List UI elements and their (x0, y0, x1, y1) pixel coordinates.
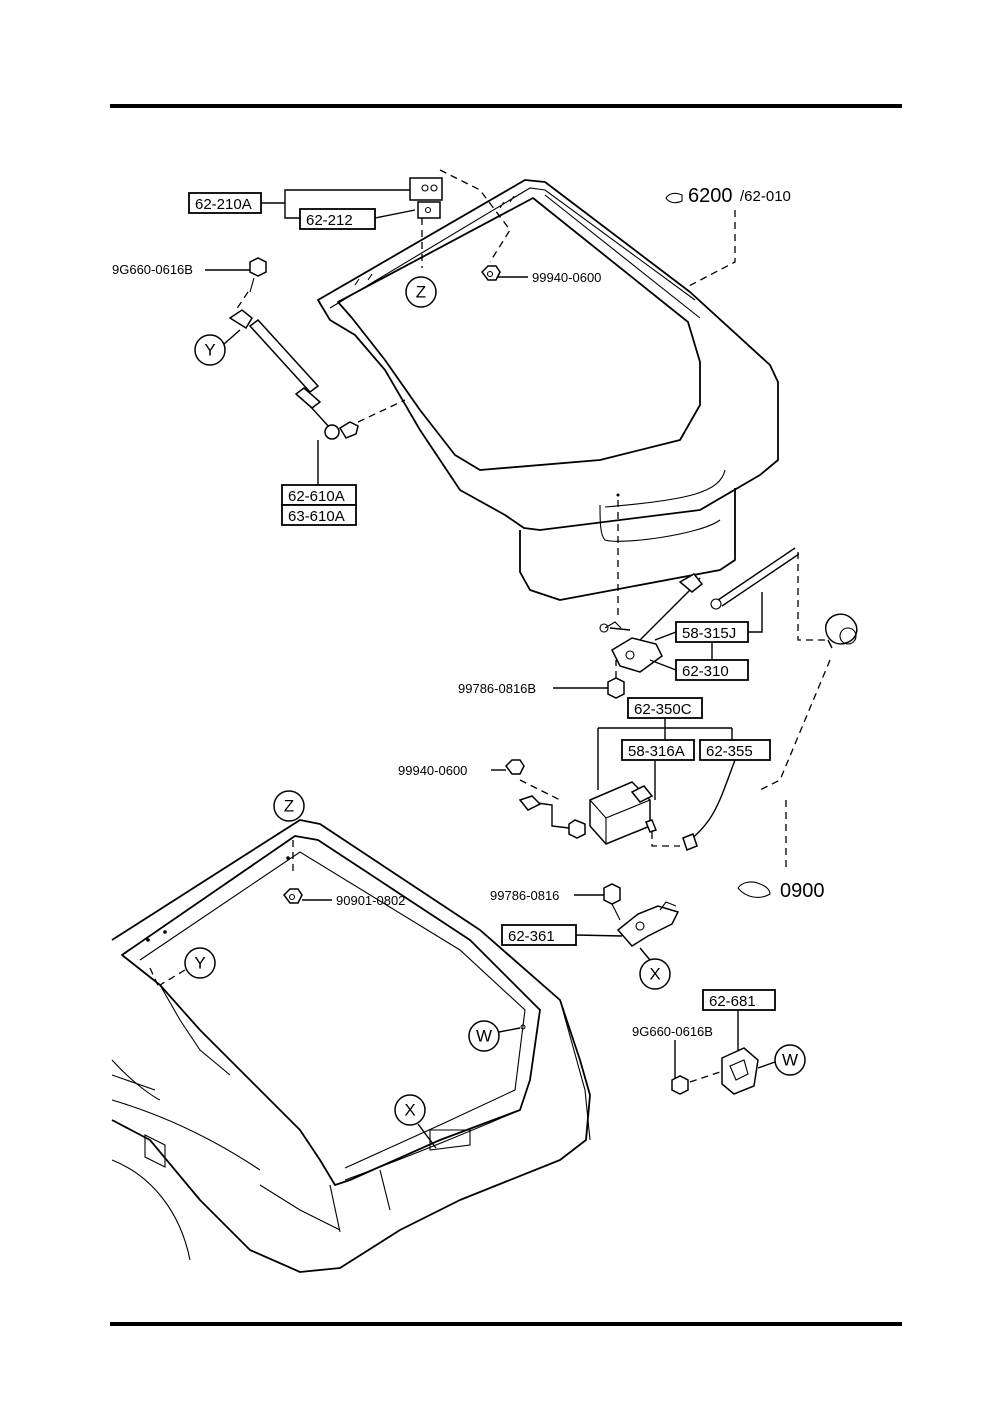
callout-y-bottom: Y (184, 947, 216, 979)
svg-text:62-310: 62-310 (682, 663, 729, 680)
callout-z-top: Z (405, 276, 437, 308)
svg-text:90901-0802: 90901-0802 (336, 893, 405, 908)
nut-90901-0802: 90901-0802 (283, 888, 405, 908)
bolt-99786-0816: 99786-0816 (490, 883, 621, 921)
svg-text:Z: Z (284, 797, 294, 816)
label-62-361: 62-361 (501, 924, 577, 946)
pointing-hand-icon (737, 881, 771, 898)
svg-text:99940-0600: 99940-0600 (398, 763, 467, 778)
svg-text:99786-0816: 99786-0816 (490, 888, 559, 903)
gas-strut (228, 309, 406, 440)
svg-text:62-210A: 62-210A (195, 196, 252, 213)
hinge-assembly (409, 169, 511, 268)
svg-text:63-610A: 63-610A (288, 508, 345, 525)
actuator (518, 779, 680, 847)
label-62-350C: 62-350C (627, 697, 703, 719)
svg-text:0900: 0900 (780, 880, 825, 902)
reference-0900: 0900 (737, 800, 825, 902)
svg-text:62-681: 62-681 (709, 993, 756, 1010)
callout-z-bottom: Z (273, 790, 305, 822)
callout-w-car: W (468, 1020, 500, 1052)
callout-x-car: X (394, 1094, 426, 1126)
svg-text:62-610A: 62-610A (288, 488, 345, 505)
callout-x-mid: X (639, 958, 671, 990)
svg-text:Z: Z (416, 283, 426, 302)
bolt-99786-0816B: 99786-0816B (458, 660, 625, 699)
svg-text:62-361: 62-361 (508, 928, 555, 945)
svg-text:X: X (649, 965, 660, 984)
label-63-610A: 63-610A (281, 504, 357, 526)
svg-text:X: X (404, 1101, 415, 1120)
svg-text:Y: Y (204, 341, 215, 360)
svg-text:6200: 6200 (688, 185, 733, 207)
svg-text:58-316A: 58-316A (628, 743, 685, 760)
car-rear (111, 819, 591, 1273)
trunk-lid (317, 179, 779, 601)
label-62-355: 62-355 (699, 739, 771, 761)
svg-text:W: W (782, 1051, 798, 1070)
callout-w-right: W (774, 1044, 806, 1076)
svg-text:62-212: 62-212 (306, 212, 353, 229)
label-58-316A: 58-316A (621, 739, 695, 761)
label-62-681: 62-681 (702, 989, 776, 1011)
bolt-top: 9G660-0616B (112, 257, 267, 311)
bumper-stop (721, 1047, 759, 1095)
svg-text:9G660-0616B: 9G660-0616B (112, 262, 193, 277)
label-58-315J: 58-315J (675, 621, 749, 643)
svg-text:W: W (476, 1027, 492, 1046)
svg-text:/62-010: /62-010 (740, 188, 791, 205)
callout-y-top: Y (194, 334, 226, 366)
svg-text:99940-0600: 99940-0600 (532, 270, 601, 285)
label-62-210A: 62-210A (188, 192, 262, 214)
svg-text:62-350C: 62-350C (634, 701, 692, 718)
svg-text:62-355: 62-355 (706, 743, 753, 760)
label-62-310: 62-310 (675, 659, 749, 681)
latch-assembly (599, 500, 826, 673)
svg-text:9G660-0616B: 9G660-0616B (632, 1024, 713, 1039)
reference-6200: 6200 /62-010 (665, 185, 791, 289)
svg-text:99786-0816B: 99786-0816B (458, 681, 536, 696)
svg-text:Y: Y (194, 954, 205, 973)
label-62-610A: 62-610A (281, 484, 357, 506)
striker (616, 901, 680, 947)
nut-mid: 99940-0600 (398, 759, 525, 778)
pointing-hand-icon (665, 192, 683, 204)
nut-top: 99940-0600 (481, 265, 601, 285)
svg-text:58-315J: 58-315J (682, 625, 736, 642)
lock-cylinder (759, 613, 858, 791)
label-62-212: 62-212 (299, 208, 376, 230)
bolt-9G660-0616B-bottom: 9G660-0616B (632, 1024, 721, 1095)
